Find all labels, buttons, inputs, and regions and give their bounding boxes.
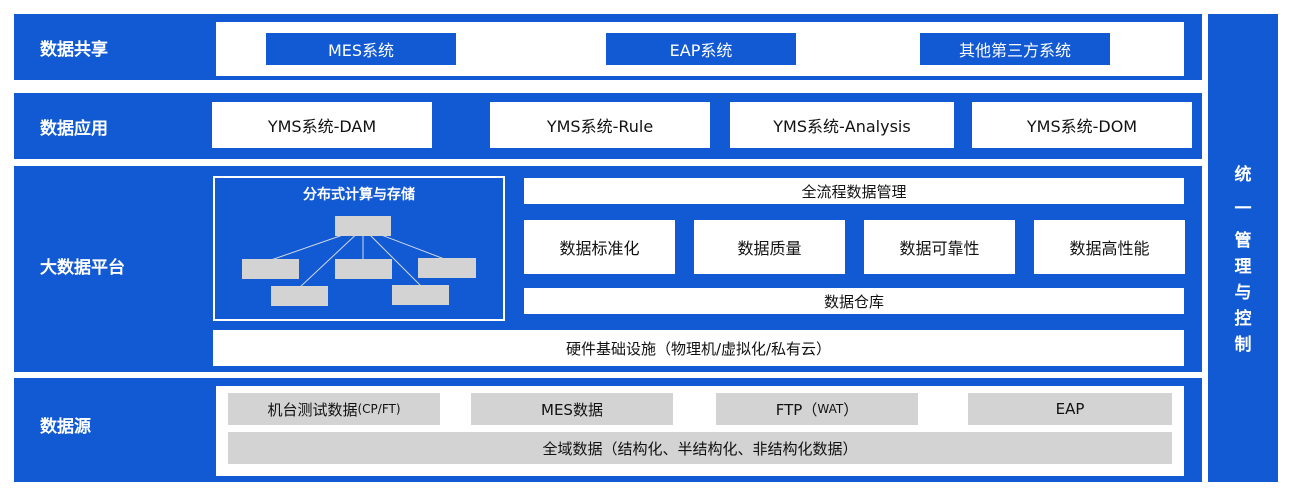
unified-management-panel: 统 一 管 理 与 控 制 — [1208, 14, 1278, 482]
row-label: 大数据平台 — [40, 257, 125, 278]
distributed-computing-panel: 分布式计算与存储 — [213, 176, 505, 321]
node — [242, 259, 299, 279]
eap-system-box: EAP系统 — [606, 33, 796, 65]
global-data-box: 全域数据（结构化、半结构化、非结构化数据） — [228, 432, 1172, 464]
ftp-label: FTP（ — [775, 400, 818, 419]
data-management-title: 全流程数据管理 — [524, 178, 1184, 204]
data-source-container: 机台测试数据(CP/FT) MES数据 FTP（WAT） EAP 全域数据（结构… — [216, 386, 1184, 476]
data-warehouse-box: 数据仓库 — [524, 288, 1184, 314]
node — [418, 258, 476, 278]
big-data-platform-row: 大数据平台 分布式计算与存储 全流程数据管理 数据标准化 数据质量 数据可靠性 … — [14, 166, 1202, 372]
sharing-container: MES系统 EAP系统 其他第三方系统 — [216, 22, 1184, 76]
ftp-suffix: WAT — [817, 402, 844, 416]
yms-analysis-box: YMS系统-Analysis — [730, 102, 954, 148]
row-label: 数据共享 — [40, 39, 108, 60]
data-standardization-box: 数据标准化 — [524, 220, 675, 274]
data-application-row: 数据应用 YMS系统-DAM YMS系统-Rule YMS系统-Analysis… — [14, 93, 1202, 159]
side-char: 一 — [1234, 199, 1252, 219]
mes-data-box: MES数据 — [471, 393, 673, 425]
row-label: 数据应用 — [40, 118, 108, 139]
side-char: 与 — [1234, 283, 1252, 303]
distributed-title: 分布式计算与存储 — [303, 187, 415, 203]
side-char: 统 — [1234, 165, 1252, 185]
machine-test-suffix: (CP/FT) — [357, 402, 401, 416]
yms-dam-box: YMS系统-DAM — [212, 102, 432, 148]
data-sharing-row: 数据共享 MES系统 EAP系统 其他第三方系统 — [14, 14, 1202, 80]
side-char: 管 — [1234, 231, 1252, 251]
mes-system-box: MES系统 — [266, 33, 456, 65]
side-char: 制 — [1234, 335, 1252, 355]
data-quality-box: 数据质量 — [694, 220, 845, 274]
yms-dom-box: YMS系统-DOM — [972, 102, 1192, 148]
data-reliability-box: 数据可靠性 — [864, 220, 1015, 274]
row-label: 数据源 — [40, 416, 91, 437]
ftp-close: ） — [843, 400, 859, 419]
machine-test-label: 机台测试数据 — [267, 400, 358, 419]
node — [271, 286, 328, 306]
yms-rule-box: YMS系统-Rule — [490, 102, 710, 148]
side-char: 理 — [1234, 257, 1252, 277]
data-source-row: 数据源 机台测试数据(CP/FT) MES数据 FTP（WAT） EAP 全域数… — [14, 378, 1202, 482]
node — [392, 285, 449, 305]
ftp-data-box: FTP（WAT） — [716, 393, 918, 425]
data-performance-box: 数据高性能 — [1034, 220, 1185, 274]
third-party-system-box: 其他第三方系统 — [920, 33, 1110, 65]
side-char: 控 — [1234, 309, 1252, 329]
machine-test-data-box: 机台测试数据(CP/FT) — [228, 393, 440, 425]
eap-data-box: EAP — [968, 393, 1172, 425]
top-node — [335, 216, 391, 236]
hardware-infrastructure-box: 硬件基础设施（物理机/虚拟化/私有云） — [213, 330, 1184, 366]
distributed-diagram — [242, 216, 476, 306]
node — [335, 259, 392, 279]
